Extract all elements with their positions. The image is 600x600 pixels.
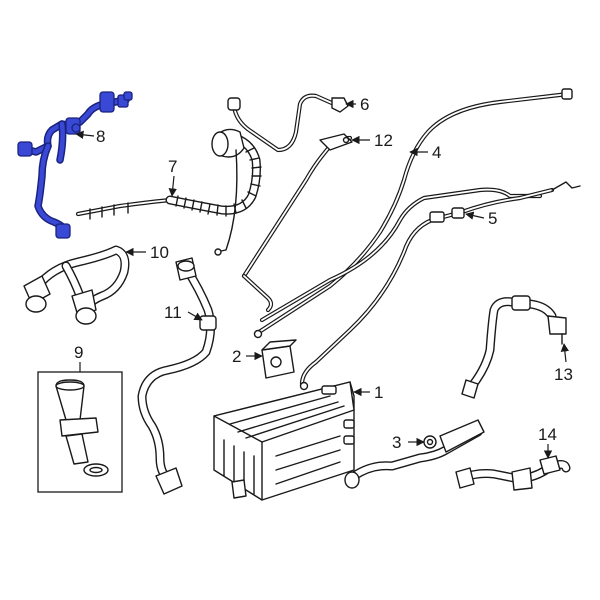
part-1-canister[interactable] xyxy=(213,381,355,501)
callout-8: 8 xyxy=(96,127,105,146)
callout-12: 12 xyxy=(374,131,393,150)
part-9-kit[interactable] xyxy=(37,371,123,493)
part-10-hose[interactable] xyxy=(23,245,130,325)
callout-10: 10 xyxy=(150,243,169,262)
part-14-hose[interactable] xyxy=(455,455,571,491)
callout-1: 1 xyxy=(374,383,383,402)
part-11-hose[interactable] xyxy=(137,257,217,495)
part-6-tube[interactable] xyxy=(227,93,349,153)
leader-5 xyxy=(465,211,485,220)
leader-8 xyxy=(75,130,95,140)
part-13-hose[interactable] xyxy=(461,295,567,399)
part-5-lines[interactable] xyxy=(259,181,581,391)
part-8-vapor-hose[interactable] xyxy=(17,91,133,239)
callout-9: 9 xyxy=(74,343,83,362)
callout-4: 4 xyxy=(432,143,441,162)
callout-11: 11 xyxy=(164,303,182,322)
part-7-fill-hose[interactable] xyxy=(75,128,262,256)
leader-7 xyxy=(168,175,177,197)
leader-13 xyxy=(560,343,570,363)
callout-3: 3 xyxy=(392,433,401,452)
callout-13: 13 xyxy=(554,365,573,384)
callout-6: 6 xyxy=(360,95,369,114)
part-4-fuel-line[interactable] xyxy=(253,88,573,339)
callout-7: 7 xyxy=(168,157,177,176)
callout-5: 5 xyxy=(488,209,497,228)
callout-14: 14 xyxy=(538,425,557,444)
part-3-hose[interactable] xyxy=(344,419,485,489)
callout-numbers: 8 6 12 4 7 5 10 11 2 1 9 3 13 14 xyxy=(74,95,573,452)
part-2-bracket[interactable] xyxy=(261,339,297,379)
leader-11 xyxy=(187,311,203,321)
callout-leaders xyxy=(75,99,570,459)
callout-2: 2 xyxy=(232,347,241,366)
